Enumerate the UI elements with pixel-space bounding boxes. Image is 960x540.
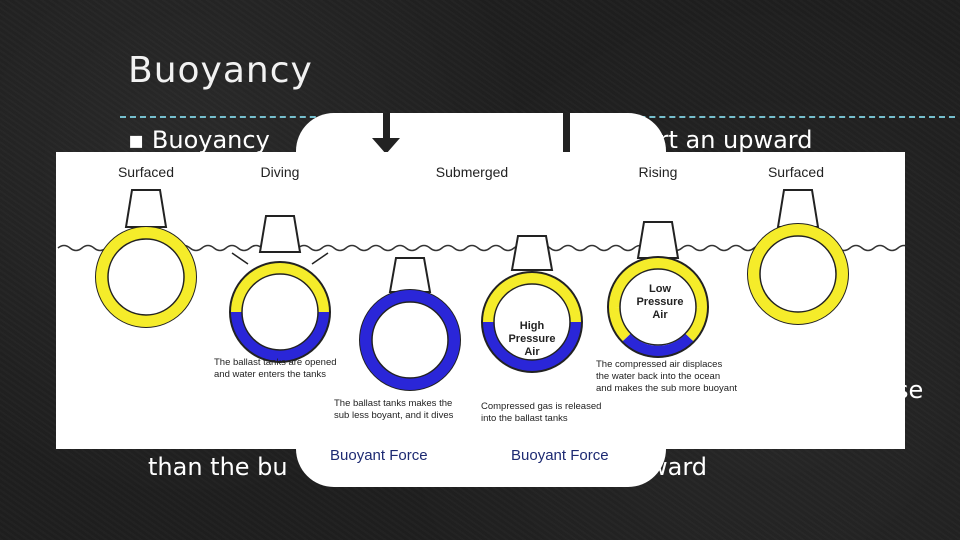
submarine-surfaced-1 (95, 189, 197, 328)
submarine-submerged (359, 257, 461, 391)
bullet-text-fragment-last-right: ward (648, 453, 708, 481)
tank-label-low-3: Air (652, 309, 668, 321)
buoyant-force-label-left: Buoyant Force (330, 447, 428, 464)
bullet-text-fragment-last: than the bu (148, 453, 288, 481)
tank-label-high-2: Pressure (508, 333, 555, 345)
caption-diving-2: and water enters the tanks (214, 369, 326, 380)
down-arrow-left-head (372, 138, 400, 154)
tank-label-high-3: Air (524, 346, 540, 358)
bullet-text-fragment-left: ▪ Buoyancy (128, 126, 270, 154)
submarine-rising (607, 221, 709, 358)
submarine-ballast-diagram: Surfaced Diving Submerged Rising Surface… (56, 152, 905, 449)
submarine-high-pressure (481, 235, 583, 373)
down-arrow-left (383, 113, 390, 145)
stage-label-rising: Rising (639, 164, 678, 180)
caption-submerged-left-2: sub less boyant, and it dives (334, 410, 454, 421)
caption-diving-1: The ballast tanks are opened (214, 357, 337, 368)
stage-label-submerged: Submerged (436, 164, 508, 180)
stage-label-surfaced-1: Surfaced (118, 164, 174, 180)
caption-submerged-right-2: into the ballast tanks (481, 413, 568, 424)
caption-rising-1: The compressed air displaces (596, 359, 722, 370)
up-arrow-right (563, 113, 570, 153)
submarine-surfaced-2 (747, 189, 849, 325)
submarine-diving (229, 215, 331, 363)
stage-label-diving: Diving (261, 164, 300, 180)
slide-title: Buoyancy (128, 50, 313, 91)
caption-submerged-right-1: Compressed gas is released (481, 401, 601, 412)
caption-rising-3: and makes the sub more buoyant (596, 383, 737, 394)
tank-label-high-1: High (520, 320, 545, 332)
tank-label-low-1: Low (649, 283, 671, 295)
buoyant-force-label-right: Buoyant Force (511, 447, 609, 464)
stage-label-surfaced-2: Surfaced (768, 164, 824, 180)
caption-submerged-left-1: The ballast tanks makes the (334, 398, 452, 409)
tank-label-low-2: Pressure (636, 296, 683, 308)
caption-rising-2: the water back into the ocean (596, 371, 720, 382)
